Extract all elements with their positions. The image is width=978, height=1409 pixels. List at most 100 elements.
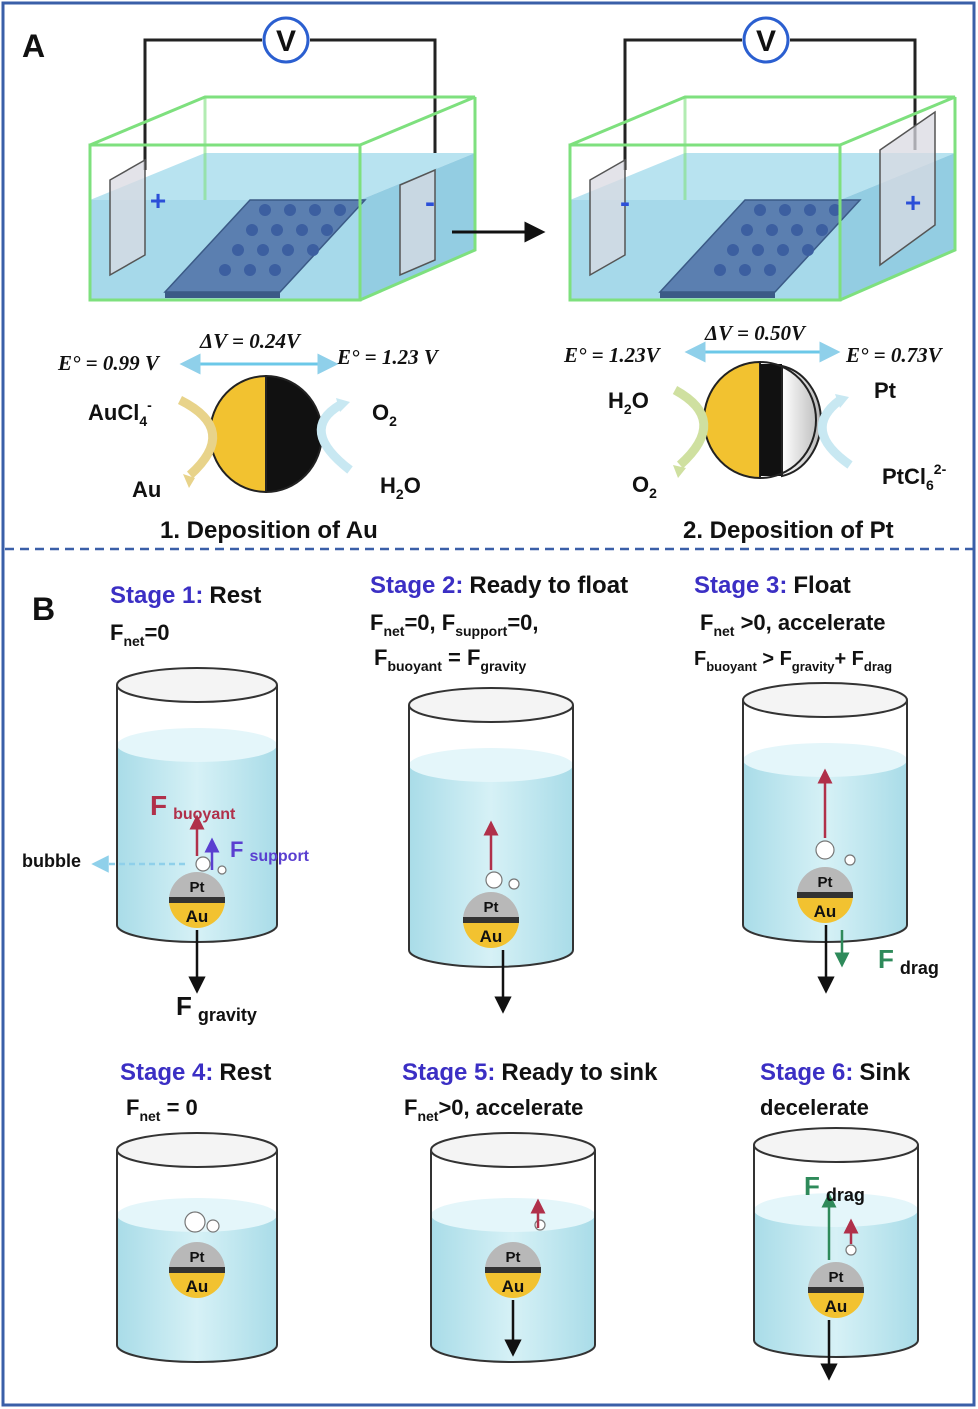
o2-label-1: O2: [372, 400, 397, 429]
stage-1-label-au: Au: [186, 907, 209, 926]
glass-box: [88, 95, 477, 302]
stage-1-particle-pt: [169, 872, 225, 900]
particle-array: [219, 204, 346, 276]
stage-6-bubble: [845, 1244, 857, 1256]
stage-4-beaker-rim: [116, 1132, 278, 1168]
au-product-label: Au: [132, 477, 161, 502]
stage-3-line-2: Fbuoyant > Fgravity+ Fdrag: [694, 648, 892, 674]
voltmeter-label-2: V: [756, 25, 776, 58]
stage-6-particle-band: [808, 1287, 864, 1293]
stage-3-particle-au: [797, 895, 853, 923]
h2o-label-1: H2O: [380, 473, 421, 502]
stage-3-line-1: Fnet >0, accelerate: [700, 610, 886, 639]
h2o-label-2: H2O: [608, 388, 649, 417]
stage-4-line-1: Fnet = 0: [126, 1095, 198, 1124]
stage-6-beaker-rim: [753, 1127, 919, 1163]
stage-1-number: Stage 1:: [110, 582, 203, 609]
right-electrode: [399, 168, 436, 277]
stage-1-particle-band: [169, 897, 225, 903]
stage-6-label-pt: Pt: [829, 1269, 844, 1286]
arrow-gold-head: [183, 474, 195, 488]
caption-step-1: 1. Deposition of Au: [160, 517, 378, 544]
voltmeter-label: V: [276, 25, 296, 58]
stage-2-bubble-large: [485, 871, 503, 889]
stage-2-particle-band: [463, 917, 519, 923]
stage-3-bubble-small: [844, 854, 856, 866]
stage-3-particle-pt: [797, 867, 853, 895]
stage-5-beaker-rim: [430, 1132, 596, 1168]
stage-2-header: Stage 2:Ready to float Fnet=0, Fsupport=…: [370, 572, 628, 674]
electrochemical-cell-1: V + -: [88, 16, 477, 302]
stage-2-number: Stage 2:: [370, 572, 463, 599]
reaction-scheme-2: E° = 1.23V ΔV = 0.50V E° = 0.73V H2O O2 …: [563, 321, 947, 544]
stage-2-beaker-wall: [408, 705, 574, 968]
delta-v-2: ΔV = 0.50V: [704, 321, 807, 345]
electrochemical-cell-2: V - +: [568, 16, 957, 302]
stage-5-label-pt: Pt: [506, 1249, 521, 1266]
left-electrode-sign: +: [150, 185, 166, 216]
stage-1-label-pt: Pt: [190, 879, 205, 896]
stage-3-particle-band: [797, 892, 853, 898]
stage-6-particle-pt: [808, 1262, 864, 1290]
e-left-2: E° = 1.23V: [563, 343, 662, 367]
stage-1-bubble-small: [217, 865, 227, 875]
stage-2-label-pt: Pt: [484, 899, 499, 916]
substrate-edge-2: [660, 292, 775, 298]
right-electrode-2: [879, 110, 936, 267]
right-electrode-sign-2: +: [905, 187, 921, 218]
arrow-water-2: [672, 386, 709, 469]
stage-5-number: Stage 5:: [402, 1059, 495, 1086]
stage-4-label-pt: Pt: [190, 1249, 205, 1266]
stage-4-number: Stage 4:: [120, 1059, 213, 1086]
stage-5-header: Stage 5:Ready to sink Fnet>0, accelerate: [402, 1059, 658, 1124]
black-hemisphere: [265, 374, 323, 494]
gold-hemisphere-2: [703, 360, 761, 480]
liquid-top: [90, 153, 475, 200]
stage-1-title: Stage 1:Rest: [110, 582, 261, 609]
stage-5-line-1: Fnet>0, accelerate: [404, 1095, 583, 1124]
wire-right-2: [790, 38, 917, 150]
arrow-pt-head: [835, 394, 849, 408]
stage-5-name: Ready to sink: [501, 1059, 658, 1086]
stage-6-beaker-wall: [753, 1145, 919, 1358]
panel-b-label: B: [32, 591, 55, 627]
stage-4-beaker-wall: [116, 1150, 278, 1363]
stage-4-particle-pt: [169, 1242, 225, 1270]
caption-step-2: 2. Deposition of Pt: [683, 517, 894, 544]
stage-2-line-1: Fnet=0, Fsupport=0,: [370, 610, 539, 639]
stage-2-particle-au: [463, 920, 519, 948]
stage-5-title: Stage 5:Ready to sink: [402, 1059, 658, 1086]
stage-5-particle-au: [485, 1270, 541, 1298]
stage-1-beaker-rim: [116, 667, 278, 703]
stage-4-particle-au: [169, 1270, 225, 1298]
o2-label-2: O2: [632, 472, 657, 501]
stage-4-bubble-large: [184, 1211, 206, 1233]
arrow-water-head: [336, 398, 350, 412]
stage-4-name: Rest: [219, 1059, 271, 1086]
stage-5-label-au: Au: [502, 1277, 525, 1296]
stage-2-line-2: Fbuoyant = Fgravity: [374, 645, 527, 674]
e-right-1: E° = 1.23 V: [336, 345, 440, 369]
e-left-1: E° = 0.99 V: [57, 351, 161, 375]
glass-box-2: [568, 95, 957, 302]
wire-left-2: [623, 38, 742, 170]
stage-2-name: Ready to float: [469, 572, 628, 599]
stage-1-particle-au: [169, 900, 225, 928]
panel-a-label: A: [22, 28, 45, 64]
stage-6-number: Stage 6:: [760, 1059, 853, 1086]
stage-3-label-pt: Pt: [818, 874, 833, 891]
wire-left: [143, 38, 262, 170]
stage-1-liquid-surface: [117, 728, 277, 762]
stage-1-bubble-large: [195, 856, 211, 872]
delta-v-1: ΔV = 0.24V: [199, 329, 302, 353]
stage-6-line-1: decelerate: [760, 1095, 869, 1120]
arrow-water: [316, 401, 353, 474]
e-right-2: E° = 0.73V: [845, 343, 944, 367]
